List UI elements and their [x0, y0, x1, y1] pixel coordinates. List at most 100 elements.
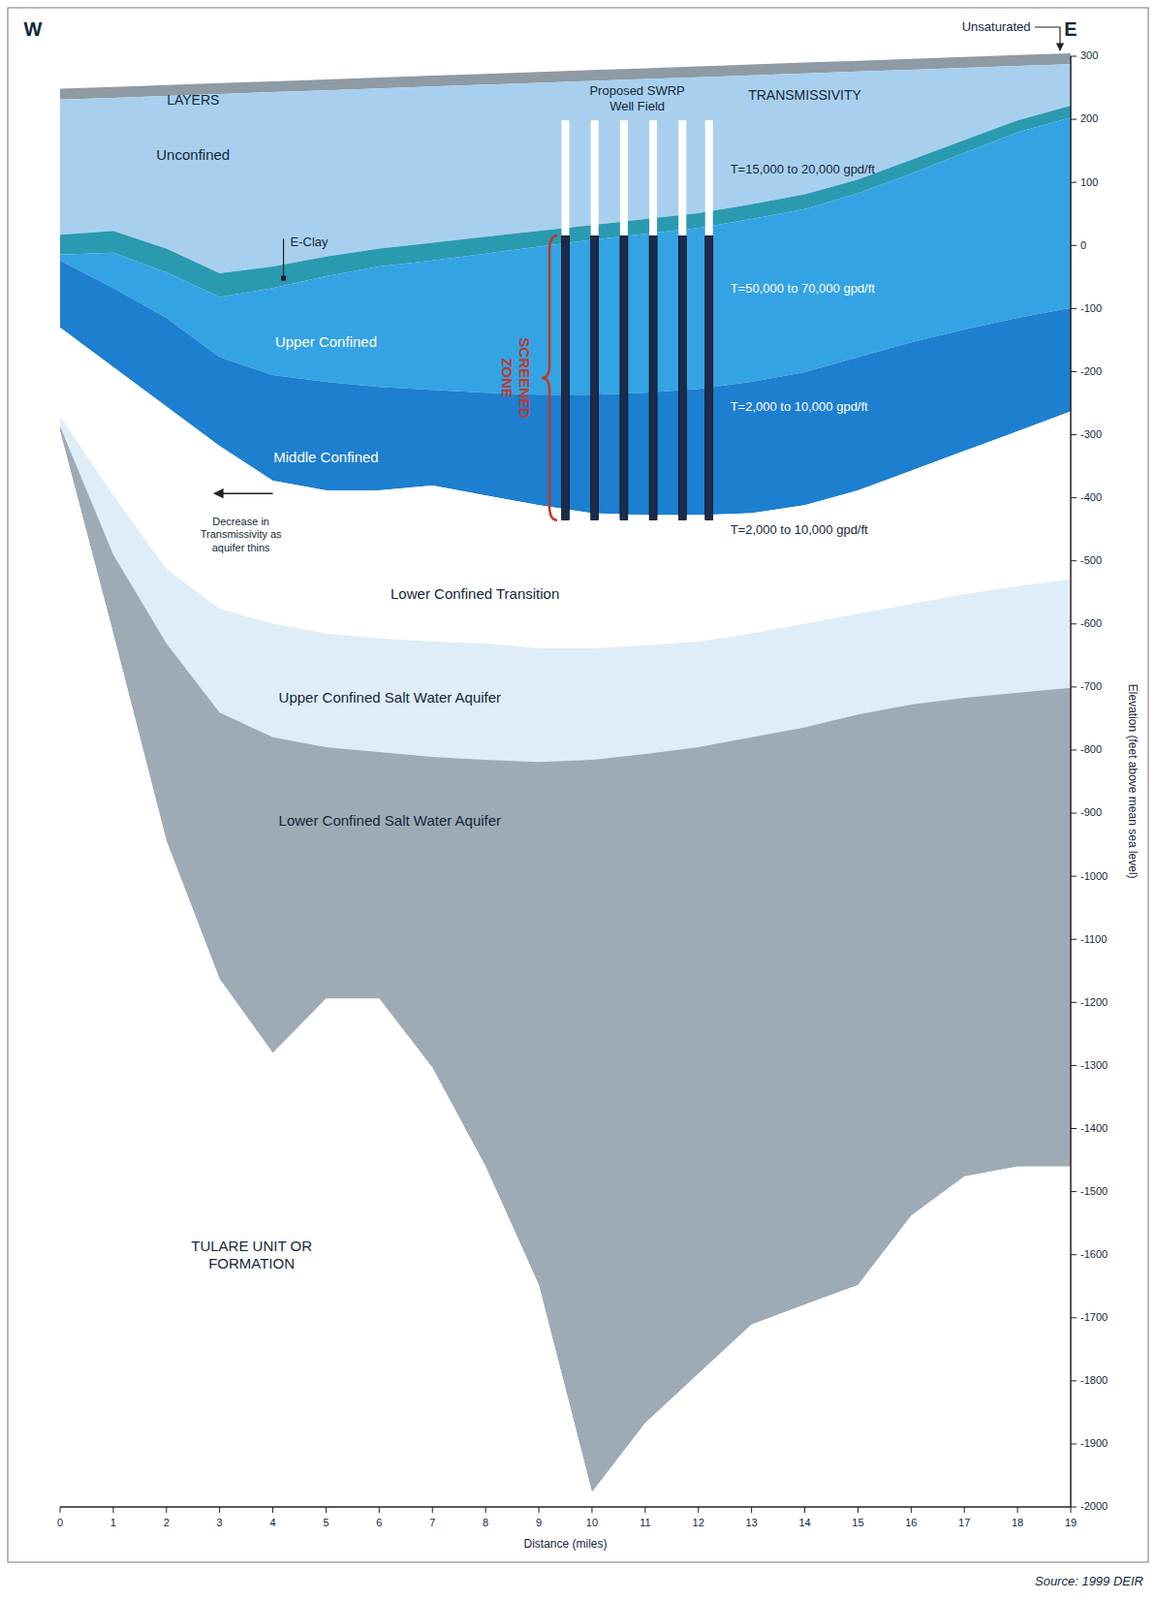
axis-tick	[1070, 1442, 1077, 1444]
axis-tick	[1070, 1064, 1077, 1066]
well-casing	[591, 120, 599, 236]
transmissivity-value: T=2,000 to 10,000 gpd/ft	[730, 399, 869, 415]
axis-tick	[1070, 497, 1077, 499]
well-casing	[562, 120, 570, 236]
axis-tick	[804, 1506, 806, 1513]
well-screen	[649, 235, 657, 520]
elevation-tick-label: -800	[1080, 743, 1102, 756]
distance-axis	[60, 1505, 1071, 1508]
axis-tick	[1070, 560, 1077, 562]
elevation-tick-label: -1600	[1080, 1248, 1108, 1261]
band-fill	[60, 431, 1071, 1507]
axis-tick	[60, 1506, 62, 1513]
distance-tick-label: 14	[798, 1516, 811, 1530]
axis-title: Distance (miles)	[523, 1536, 607, 1551]
axis-tick	[272, 1506, 274, 1513]
axis-title: Elevation (feet above mean sea level)	[1124, 684, 1139, 879]
axis-tick	[1070, 686, 1077, 688]
axis-tick	[1017, 1506, 1019, 1513]
elevation-tick-label: -1700	[1080, 1311, 1108, 1324]
distance-tick-label: 15	[851, 1516, 864, 1530]
axis-tick	[964, 1506, 966, 1513]
distance-tick-label: 6	[375, 1516, 382, 1530]
column-heading: LAYERS	[166, 92, 219, 109]
axis-tick	[485, 1506, 487, 1513]
distance-tick-label: 13	[746, 1516, 758, 1530]
well-casing	[705, 120, 714, 236]
transmissivity-value: T=50,000 to 70,000 gpd/ft	[730, 281, 875, 297]
layer-name: Upper Confined Salt Water Aquifer	[279, 688, 502, 707]
axis-tick	[432, 1506, 434, 1513]
layer-name: Unconfined	[156, 146, 230, 164]
screened-zone-brace	[541, 235, 558, 520]
e-clay-leader	[282, 238, 284, 279]
layer-name: Upper Confined	[275, 333, 377, 351]
transmissivity-value: T=2,000 to 10,000 gpd/ft	[730, 522, 869, 538]
elevation-tick-label: -600	[1080, 617, 1102, 630]
elevation-tick-label: 100	[1080, 176, 1098, 189]
compass-direction: E	[1063, 17, 1077, 41]
axis-tick	[1070, 749, 1077, 750]
elevation-tick-label: -1800	[1080, 1374, 1108, 1387]
elevation-tick-label: -900	[1080, 806, 1102, 819]
distance-tick-label: 7	[429, 1516, 436, 1530]
axis-tick	[1070, 1506, 1072, 1513]
layer-name: Lower Confined Transition	[390, 585, 560, 603]
axis-tick	[1070, 56, 1077, 58]
axis-tick	[165, 1506, 167, 1513]
axis-tick	[1070, 938, 1077, 940]
elevation-tick-label: -500	[1080, 554, 1102, 567]
axis-tick	[1070, 1190, 1077, 1192]
distance-tick-label: 17	[958, 1516, 970, 1530]
axis-tick	[697, 1506, 699, 1513]
elevation-tick-label: -1100	[1080, 933, 1107, 946]
transmissivity-value: T=15,000 to 20,000 gpd/ft	[730, 161, 875, 178]
elevation-tick-label: -100	[1080, 302, 1102, 315]
well-screen	[678, 235, 687, 520]
layer-name: E-Clay	[290, 234, 329, 250]
distance-tick-label: 5	[322, 1516, 329, 1530]
axis-tick	[1070, 1379, 1077, 1381]
axis-tick	[325, 1506, 327, 1513]
distance-tick-label: 4	[270, 1516, 277, 1530]
axis-tick	[218, 1506, 220, 1513]
column-heading: TRANSMISSIVITY	[748, 87, 862, 104]
elevation-tick-label: -1000	[1080, 870, 1108, 883]
axis-tick	[1070, 1253, 1077, 1255]
elevation-tick-label: 300	[1080, 49, 1098, 63]
layer-name: Lower Confined Salt Water Aquifer	[279, 812, 502, 830]
axis-tick	[378, 1506, 380, 1513]
distance-tick-label: 2	[163, 1516, 170, 1530]
axis-tick	[1070, 1127, 1077, 1129]
axis-tick	[1070, 875, 1077, 877]
elevation-tick-label: -1200	[1080, 996, 1108, 1009]
well-casing	[620, 120, 628, 236]
axis-tick	[1070, 1001, 1077, 1003]
elevation-tick-label: -200	[1080, 365, 1102, 378]
frame	[7, 7, 1149, 1563]
layer-name: Middle Confined	[273, 448, 378, 467]
source-note: Source: 1999 DEIR	[1034, 1573, 1144, 1590]
axis-tick	[1070, 308, 1077, 310]
well-screen	[562, 235, 570, 520]
distance-tick-label: 12	[692, 1516, 705, 1530]
layer-name: Unsaturated	[962, 19, 1032, 35]
elevation-tick-label: -2000	[1080, 1499, 1108, 1513]
elevation-tick-label: 200	[1080, 112, 1098, 125]
elevation-axis	[1069, 56, 1072, 1507]
distance-tick-label: 11	[639, 1516, 651, 1530]
elevation-tick-label: 0	[1080, 239, 1087, 252]
axis-tick	[750, 1506, 752, 1513]
distance-tick-label: 19	[1064, 1516, 1077, 1530]
axis-tick	[591, 1506, 593, 1513]
leader-end	[281, 276, 286, 282]
layer-name: TULARE UNIT OR FORMATION	[179, 1237, 325, 1273]
screened-zone-label: SCREENED ZONE	[497, 331, 532, 424]
axis-tick	[1070, 371, 1077, 373]
axis-tick	[1070, 119, 1077, 121]
distance-tick-label: 10	[586, 1516, 598, 1530]
distance-tick-label: 0	[57, 1516, 63, 1530]
elevation-tick-label: -300	[1080, 428, 1102, 441]
